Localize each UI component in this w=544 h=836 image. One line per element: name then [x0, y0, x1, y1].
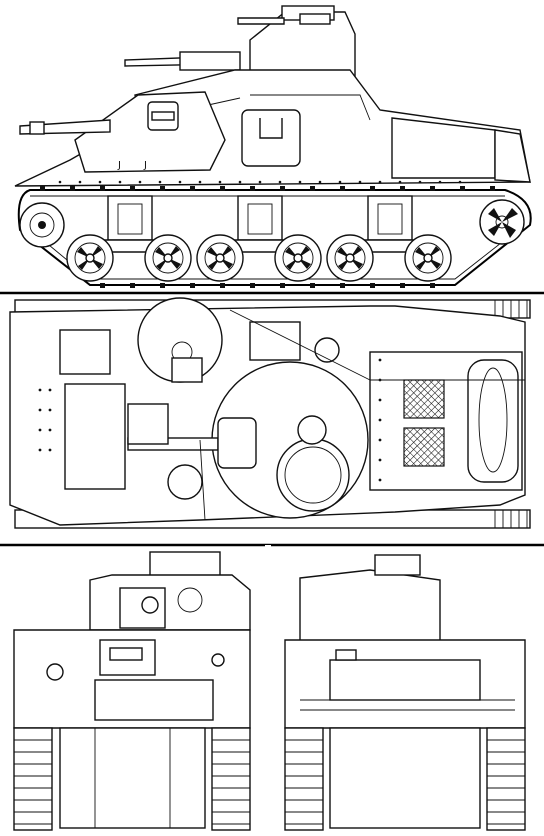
glacis-panel — [64, 383, 126, 490]
road-wheel-1 — [66, 234, 114, 282]
hull-marking-1: J — [117, 160, 121, 171]
rear-cupola — [374, 554, 421, 576]
rear-turret — [299, 569, 441, 651]
front-track-left — [13, 727, 53, 831]
bogie-housing — [107, 195, 153, 241]
road-wheel-5 — [326, 234, 374, 282]
cupola-mg — [237, 17, 285, 25]
engine-grille-2 — [403, 427, 445, 467]
hull-marking-2: J — [143, 160, 147, 171]
bogie-housing — [237, 195, 283, 241]
front-view-port — [109, 647, 143, 661]
top-rivets — [38, 358, 382, 482]
side-view: J J — [14, 5, 532, 288]
turret-hatch — [297, 415, 327, 445]
rear-lower-hull — [329, 727, 481, 829]
front-hatch — [59, 329, 111, 375]
cupola-hatch — [299, 13, 331, 25]
road-wheel-3 — [196, 234, 244, 282]
top-gun-mount — [217, 417, 257, 469]
suspension-bogie-2 — [227, 195, 293, 253]
idler-wheel — [479, 199, 525, 245]
driver-periscope — [249, 321, 301, 361]
rear-engine-panel — [329, 659, 481, 701]
rear-track-left — [284, 727, 324, 831]
rear-track-right — [486, 727, 526, 831]
cupola-top — [276, 438, 350, 512]
front-headlight-right — [211, 653, 225, 667]
rear-vent — [467, 359, 519, 483]
front-lower-hull — [59, 727, 206, 829]
top-view — [9, 297, 531, 529]
transmission-cover — [127, 403, 169, 445]
upper-gun-mantlet — [179, 51, 241, 71]
driver-hatch — [167, 464, 203, 500]
drive-sprocket — [19, 202, 65, 248]
rivet-row — [58, 180, 462, 184]
rear-toolbox — [335, 649, 357, 661]
sponson-periscope — [171, 357, 203, 383]
road-wheel-6 — [404, 234, 452, 282]
track-run — [17, 189, 532, 286]
front-gun-muzzle — [141, 596, 159, 614]
road-wheel-2 — [144, 234, 192, 282]
suspension-bogie-3 — [357, 195, 423, 253]
front-track-right — [211, 727, 251, 831]
front-view — [13, 551, 251, 831]
door-handle — [259, 118, 283, 139]
track-links — [40, 186, 495, 288]
gun-counterweight — [29, 121, 45, 135]
road-wheel-4 — [274, 234, 322, 282]
rear-view — [284, 554, 526, 831]
front-headlight-left — [46, 663, 64, 681]
transmission-housing — [94, 679, 214, 721]
bogie-housing — [367, 195, 413, 241]
sponson-slot — [151, 111, 175, 121]
rear-plate — [494, 129, 531, 183]
engine-grille-1 — [403, 379, 445, 419]
sponson — [74, 91, 226, 173]
front-turret — [89, 574, 251, 631]
